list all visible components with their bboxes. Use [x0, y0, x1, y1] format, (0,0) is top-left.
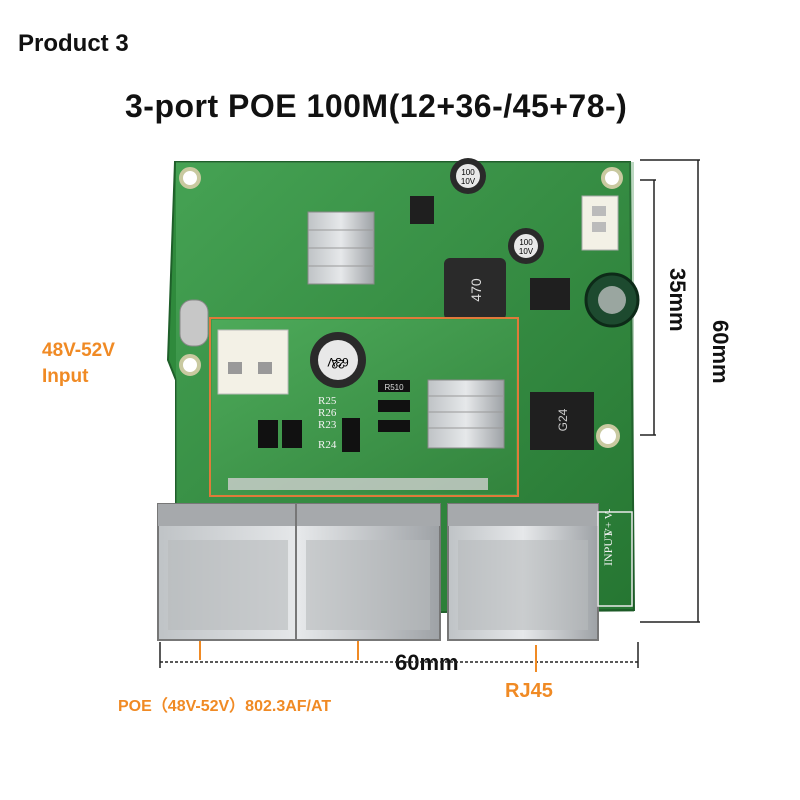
- input-silk-text: INPUT: [601, 530, 615, 566]
- cap-daughter-line1: 22: [331, 357, 345, 371]
- top-heatsink: [307, 211, 375, 285]
- power-connector-top: [581, 195, 619, 251]
- r24-silk: R24: [318, 439, 337, 451]
- dimension-lines: [159, 159, 700, 672]
- resistor-marking: R510: [384, 383, 404, 392]
- poe-rj45-ports: [157, 503, 441, 641]
- poe-daughter-board: 22 63V R510 R25 R26 R23 R24: [209, 317, 519, 497]
- daughter-heatsink: [427, 379, 505, 449]
- chip-marking: G24: [556, 408, 570, 431]
- small-ic: [410, 196, 434, 224]
- rj45-port: [447, 503, 599, 641]
- product-title: 3-port POE 100M(12+36-/45+78-): [125, 88, 628, 124]
- r25-silk: R25: [318, 395, 337, 407]
- cap-right-line1: 100: [519, 238, 533, 247]
- input-silkscreen: INPUT V+ V-: [597, 508, 633, 607]
- crystal-oscillator: [179, 299, 209, 347]
- inductor: 470: [444, 258, 506, 320]
- inductor-marking: 470: [468, 278, 484, 302]
- rj45-label: RJ45: [505, 680, 553, 702]
- cap-top-line2: 10V: [461, 177, 476, 186]
- transformer-chip: G24: [530, 392, 594, 450]
- cap-daughter-line2: 63V: [327, 355, 348, 369]
- mounting-holes: [179, 167, 623, 448]
- vv-silk-text: V+ V-: [603, 508, 615, 536]
- input-voltage-value: 48V-52V: [42, 340, 115, 361]
- capacitor-right: 100 10V: [508, 228, 544, 264]
- input-voltage-label: 48V-52V Input: [42, 338, 115, 390]
- electrolytic-capacitor: [584, 272, 640, 328]
- product-label: Product 3: [18, 30, 129, 57]
- r26-silk: R26: [318, 407, 337, 419]
- poe-ports-label: POE（48V-52V）802.3AF/AT: [118, 698, 332, 715]
- cap-right-line2: 10V: [519, 247, 534, 256]
- r23-silk: R23: [318, 419, 337, 431]
- small-ic: [530, 278, 570, 310]
- capacitor-top: 100 10V: [450, 158, 486, 194]
- input-voltage-caption: Input: [42, 366, 89, 387]
- cap-top-line1: 100: [461, 168, 475, 177]
